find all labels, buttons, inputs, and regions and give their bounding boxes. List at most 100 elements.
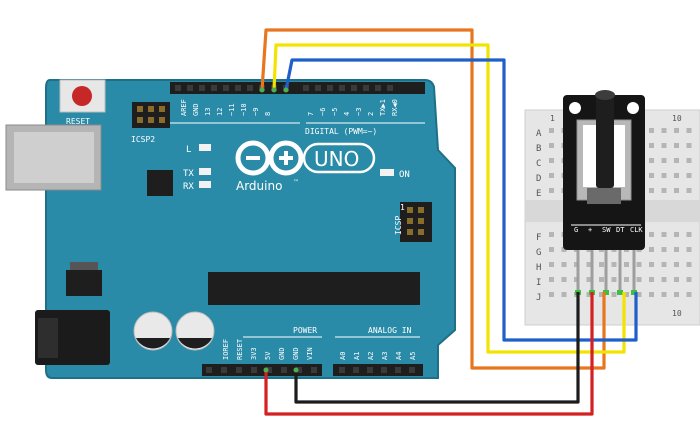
icsp-pin1-label: 1 <box>400 203 405 212</box>
power-pin-label: RESET <box>236 338 244 360</box>
digital-pin-label: ~6 <box>319 108 327 116</box>
analog-pins <box>339 367 415 373</box>
encoder-leg <box>604 250 608 292</box>
row-letter-f: F <box>536 233 541 243</box>
breadboard-hole <box>649 277 654 282</box>
encoder-pin-label: CLK <box>630 226 643 234</box>
analog-pin-label: A4 <box>395 352 403 360</box>
reset-label: RESET <box>66 117 90 126</box>
breadboard-hole <box>649 232 654 237</box>
encoder-leg <box>590 250 594 292</box>
dot-pin10 <box>259 87 265 93</box>
breadboard-hole <box>661 173 667 178</box>
breadboard-hole <box>661 188 667 193</box>
breadboard-hole <box>649 173 654 178</box>
breadboard-hole <box>661 143 667 148</box>
voltage-regulator <box>66 270 102 296</box>
power-pins <box>206 367 317 373</box>
breadboard-hole <box>599 262 604 267</box>
breadboard-hole <box>649 262 654 267</box>
encoder-leg <box>632 250 636 292</box>
digital-pin-label: GND <box>192 103 200 116</box>
row-letter-i: I <box>536 278 541 288</box>
breadboard-hole <box>636 262 642 267</box>
breadboard-hole <box>686 232 692 237</box>
breadboard-hole <box>674 247 679 252</box>
breadboard-hole <box>686 188 692 193</box>
digital-pin-label: TX▶1 <box>379 99 387 116</box>
breadboard-hole <box>549 188 554 193</box>
breadboard-hole <box>649 247 654 252</box>
digital-header-pin <box>211 85 217 91</box>
encoder-pin <box>617 290 623 295</box>
breadboard-hole <box>661 292 667 297</box>
breadboard-hole <box>549 158 554 163</box>
icsp-pin <box>418 218 424 224</box>
breadboard-hole <box>549 292 554 297</box>
breadboard-hole <box>586 262 592 267</box>
digital-pin-label: ~3 <box>355 108 363 116</box>
encoder-pin-label: G <box>574 226 578 234</box>
digital-header-pin <box>315 85 321 91</box>
encoder-pin-label: + <box>588 226 592 234</box>
icsp2-pin <box>137 117 143 123</box>
breadboard-hole <box>674 143 679 148</box>
breadboard-hole <box>686 173 692 178</box>
breadboard-hole <box>549 143 554 148</box>
analog-pin-label: A2 <box>367 352 375 360</box>
icsp-label: ICSP <box>394 216 403 235</box>
breadboard-hole <box>636 292 642 297</box>
wire-blue-pin8-to-sw <box>284 58 638 342</box>
breadboard-hole <box>549 232 554 237</box>
analog-pin-label: A5 <box>409 352 417 360</box>
breadboard-hole <box>611 277 617 282</box>
row-letter-g: G <box>536 248 541 258</box>
breadboard-hole <box>674 262 679 267</box>
power-header-pin <box>266 367 272 373</box>
digital-pin-label: 2 <box>367 112 375 116</box>
breadboard-hole <box>686 262 692 267</box>
digital-header-pin <box>363 85 369 91</box>
breadboard-hole <box>586 277 592 282</box>
encoder-pin-label: SW <box>602 226 611 234</box>
breadboard-hole <box>599 292 604 297</box>
breadboard-hole <box>661 232 667 237</box>
wire-orange-pin10-to-clk <box>260 28 606 370</box>
breadboard-hole <box>549 262 554 267</box>
icsp-header <box>400 202 432 242</box>
breadboard-hole <box>674 277 679 282</box>
reset-button-cap[interactable] <box>72 86 92 106</box>
dot-pin8 <box>283 87 289 93</box>
digital-pin-label: 4 <box>343 112 351 116</box>
power-pin-label: GND <box>292 347 300 360</box>
row-letter-a: A <box>536 129 542 139</box>
power-header-pin <box>221 367 227 373</box>
led-rx-label: RX <box>183 182 194 192</box>
encoder-leg <box>618 250 622 292</box>
breadboard-hole <box>661 262 667 267</box>
breadboard-hole <box>674 292 679 297</box>
row-letter-c: C <box>536 159 541 169</box>
analog-pin-label: A0 <box>339 352 347 360</box>
led-l <box>199 144 211 151</box>
digital-header-pin <box>175 85 181 91</box>
encoder-pin <box>603 290 609 295</box>
arduino-label: Arduino <box>236 179 282 193</box>
power-label: POWER <box>293 326 317 335</box>
digital-pin-label: 7 <box>307 112 315 116</box>
usb-chip <box>147 170 173 196</box>
wire-black-gnd-to-g <box>294 292 580 404</box>
row-letter-h: H <box>536 263 541 273</box>
breadboard-hole <box>549 277 554 282</box>
icsp-pin <box>418 207 424 213</box>
icsp2-header <box>132 102 170 128</box>
digital-header-pin <box>339 85 345 91</box>
icsp-pins <box>407 207 424 235</box>
breadboard-hole <box>624 292 629 297</box>
encoder-legs <box>576 250 636 292</box>
